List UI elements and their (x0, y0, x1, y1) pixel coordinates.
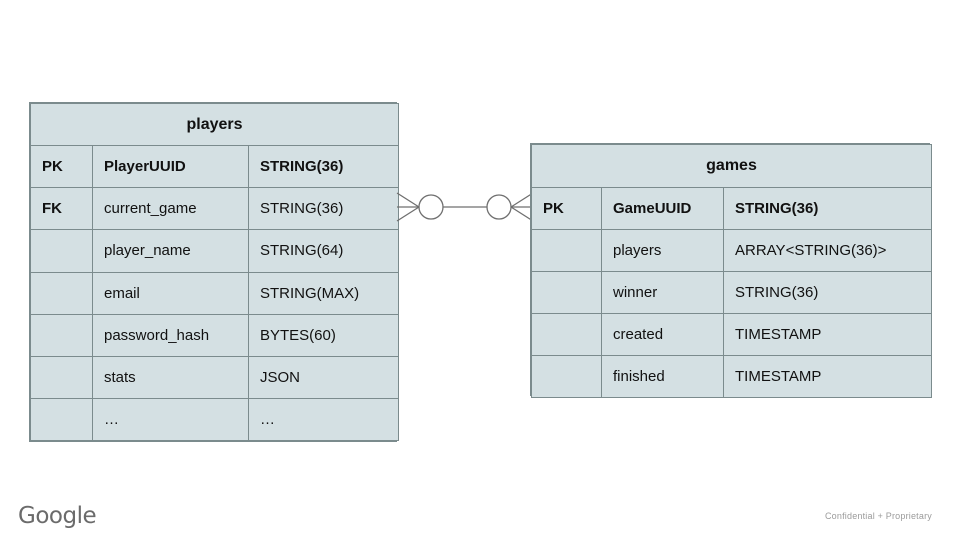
row-field-type: STRING(MAX) (248, 271, 399, 315)
entity-players-grid: players PK PlayerUUID STRING(36) FK curr… (30, 102, 399, 442)
row-key-badge (531, 355, 602, 398)
row-field-type: STRING(36) (723, 271, 932, 314)
row-key-badge: FK (30, 187, 93, 231)
table-row: PK GameUUID STRING(36) (531, 187, 932, 230)
row-field-type: TIMESTAMP (723, 313, 932, 356)
row-field-name: … (92, 397, 249, 442)
row-key-badge (30, 397, 93, 442)
row-field-name: created (601, 313, 724, 356)
row-field-name: password_hash (92, 313, 249, 357)
left-zero-cardinality-circle (418, 194, 444, 220)
table-row: email STRING(MAX) (30, 271, 399, 315)
row-field-type: ARRAY<STRING(36)> (723, 229, 932, 272)
row-field-name: GameUUID (601, 187, 724, 230)
row-field-name: finished (601, 355, 724, 398)
row-field-name: players (601, 229, 724, 272)
row-key-badge: PK (531, 187, 602, 230)
entity-games-grid: games PK GameUUID STRING(36) players ARR… (531, 144, 932, 398)
left-crowsfoot-lower-prong (396, 206, 420, 222)
table-row: players ARRAY<STRING(36)> (531, 229, 932, 272)
right-crowsfoot-lower-prong (510, 206, 534, 222)
left-crowsfoot-upper-prong (396, 192, 420, 208)
entity-table-games: games PK GameUUID STRING(36) players ARR… (530, 143, 932, 398)
entity-players-title-row: players (30, 102, 399, 147)
relationship-connector-players-games (390, 181, 540, 233)
table-row: finished TIMESTAMP (531, 355, 932, 398)
row-field-type: STRING(36) (248, 145, 399, 189)
table-row: FK current_game STRING(36) (30, 187, 399, 231)
table-row: … … (30, 397, 399, 442)
table-row: created TIMESTAMP (531, 313, 932, 356)
row-field-type: STRING(64) (248, 229, 399, 273)
right-crowsfoot-upper-prong (510, 192, 534, 208)
row-key-badge (30, 355, 93, 399)
entity-players-title: players (30, 102, 399, 147)
entity-players-body: players PK PlayerUUID STRING(36) FK curr… (30, 102, 399, 442)
row-field-type: STRING(36) (248, 187, 399, 231)
table-row: stats JSON (30, 355, 399, 399)
row-key-badge (531, 271, 602, 314)
right-zero-cardinality-circle (486, 194, 512, 220)
row-field-name: email (92, 271, 249, 315)
row-field-type: STRING(36) (723, 187, 932, 230)
row-field-type: JSON (248, 355, 399, 399)
row-field-name: player_name (92, 229, 249, 273)
entity-games-title: games (531, 144, 932, 188)
row-field-name: stats (92, 355, 249, 399)
table-row: player_name STRING(64) (30, 229, 399, 273)
row-key-badge: PK (30, 145, 93, 189)
row-key-badge (30, 229, 93, 273)
table-row: PK PlayerUUID STRING(36) (30, 145, 399, 189)
row-field-type: … (248, 397, 399, 442)
entity-games-body: games PK GameUUID STRING(36) players ARR… (531, 144, 932, 398)
row-key-badge (30, 271, 93, 315)
row-key-badge (531, 229, 602, 272)
row-field-name: winner (601, 271, 724, 314)
crows-foot-connector-svg (396, 192, 534, 222)
entity-games-title-row: games (531, 144, 932, 188)
table-row: winner STRING(36) (531, 271, 932, 314)
row-key-badge (30, 313, 93, 357)
confidentiality-note: Confidential + Proprietary (824, 511, 932, 521)
google-logo: Google (18, 503, 97, 529)
row-key-badge (531, 313, 602, 356)
row-field-type: TIMESTAMP (723, 355, 932, 398)
entity-table-players: players PK PlayerUUID STRING(36) FK curr… (29, 102, 399, 442)
row-field-name: current_game (92, 187, 249, 231)
row-field-name: PlayerUUID (92, 145, 249, 189)
table-row: password_hash BYTES(60) (30, 313, 399, 357)
row-field-type: BYTES(60) (248, 313, 399, 357)
